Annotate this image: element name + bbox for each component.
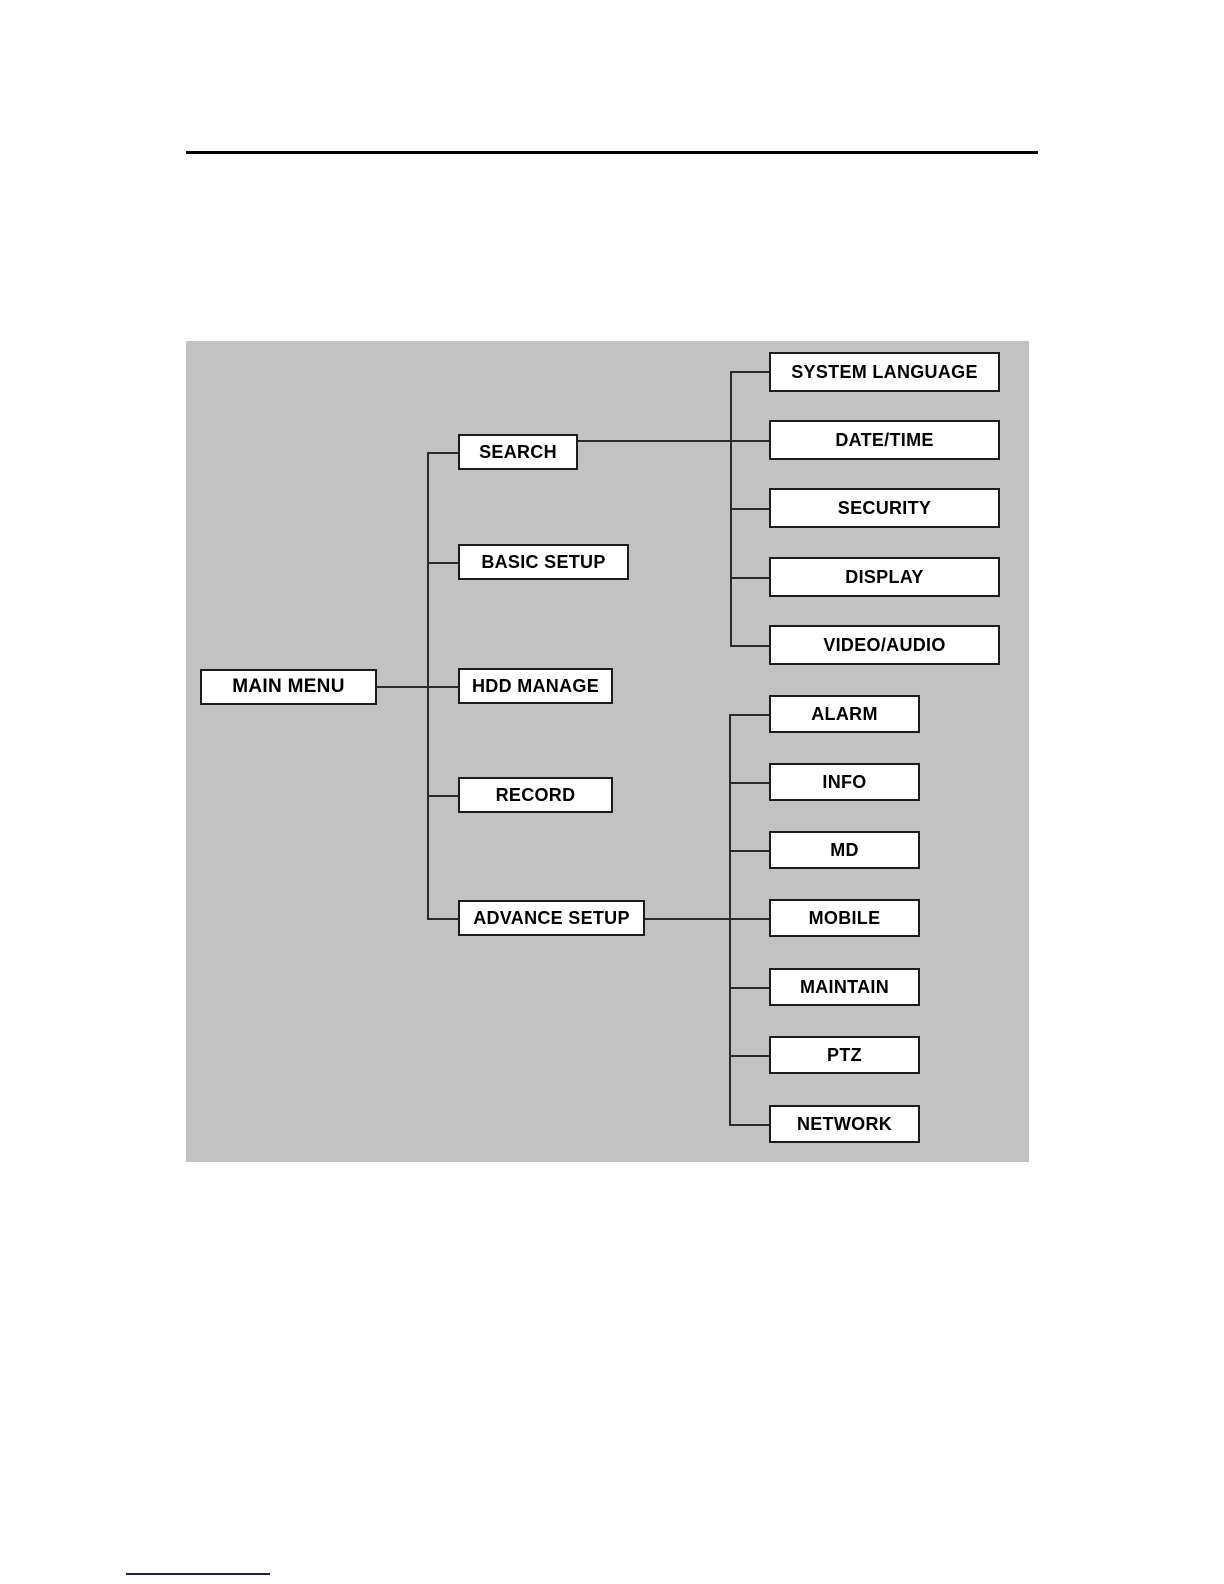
node-maintain[interactable]: MAINTAIN <box>769 968 920 1006</box>
connector-trunk-search <box>427 452 458 454</box>
connector-root-stub <box>377 686 427 688</box>
node-system-language[interactable]: SYSTEM LANGUAGE <box>769 352 1000 392</box>
connector-group2-maintain <box>729 987 769 989</box>
node-main-menu[interactable]: MAIN MENU <box>200 669 377 705</box>
connector-trunk-hdd-manage <box>427 686 458 688</box>
node-alarm[interactable]: ALARM <box>769 695 920 733</box>
node-basic-setup[interactable]: BASIC SETUP <box>458 544 629 580</box>
node-date-time[interactable]: DATE/TIME <box>769 420 1000 460</box>
node-ptz[interactable]: PTZ <box>769 1036 920 1074</box>
menu-tree-diagram: MAIN MENU SEARCH BASIC SETUP HDD MANAGE … <box>186 341 1029 1162</box>
connector-main-trunk <box>427 452 429 918</box>
connector-trunk-basic-setup <box>427 562 458 564</box>
connector-search-to-group1 <box>578 440 730 442</box>
connector-group1-display <box>730 577 769 579</box>
connector-group2-mobile <box>729 918 769 920</box>
node-search[interactable]: SEARCH <box>458 434 578 470</box>
connector-group1-system-language <box>730 371 769 373</box>
node-display[interactable]: DISPLAY <box>769 557 1000 597</box>
node-video-audio[interactable]: VIDEO/AUDIO <box>769 625 1000 665</box>
connector-group2-network <box>729 1124 769 1126</box>
connector-trunk-advance-setup <box>427 918 458 920</box>
header-rule <box>186 151 1038 154</box>
node-hdd-manage[interactable]: HDD MANAGE <box>458 668 613 704</box>
node-md[interactable]: MD <box>769 831 920 869</box>
node-advance-setup[interactable]: ADVANCE SETUP <box>458 900 645 936</box>
connector-group1-video-audio <box>730 645 769 647</box>
connector-group2-md <box>729 850 769 852</box>
node-network[interactable]: NETWORK <box>769 1105 920 1143</box>
footnote-rule <box>126 1573 270 1575</box>
connector-group2-info <box>729 782 769 784</box>
connector-group2-ptz <box>729 1055 769 1057</box>
connector-trunk-record <box>427 795 458 797</box>
connector-group1-security <box>730 508 769 510</box>
node-record[interactable]: RECORD <box>458 777 613 813</box>
node-info[interactable]: INFO <box>769 763 920 801</box>
connector-group1-date-time <box>730 440 769 442</box>
connector-group2-alarm <box>729 714 769 716</box>
node-security[interactable]: SECURITY <box>769 488 1000 528</box>
node-mobile[interactable]: MOBILE <box>769 899 920 937</box>
connector-advance-setup-to-group2 <box>645 918 729 920</box>
